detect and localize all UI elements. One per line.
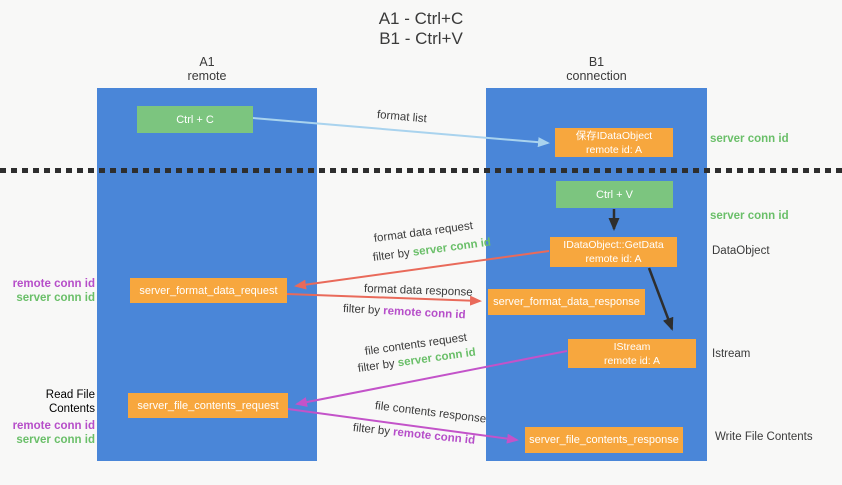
left-read-file-block: Read File Contents remote conn id server…: [0, 388, 95, 447]
server-format-data-request-label: server_format_data_request: [139, 284, 278, 297]
ctrl-v-label: Ctrl + V: [596, 188, 633, 201]
node-server-format-data-response: server_format_data_response: [488, 289, 645, 315]
node-ctrl-c: Ctrl + C: [137, 106, 253, 133]
save-dataobject-line2: remote id: A: [585, 143, 643, 156]
left-label-read-file-contents: Read File Contents: [45, 389, 95, 415]
column-a1-name: A1: [199, 55, 215, 69]
edge-label-filter-remote-1: filter by remote conn id: [343, 303, 466, 321]
right-label-dataobject: DataObject: [712, 245, 770, 257]
column-header-b1: B1 connection: [486, 55, 707, 83]
left-remote-conn-id-2: remote conn id: [12, 420, 95, 432]
left-server-conn-id-1: server conn id: [16, 292, 95, 304]
dotted-divider: [0, 168, 842, 173]
title-line-2: B1 - Ctrl+V: [379, 29, 463, 48]
column-a1-role: remote: [187, 69, 227, 83]
right-server-conn-id-top: server conn id: [710, 133, 789, 145]
node-server-format-data-request: server_format_data_request: [130, 278, 287, 303]
istream-line1: IStream: [613, 340, 651, 353]
node-ctrl-v: Ctrl + V: [556, 181, 673, 208]
node-istream: IStream remote id: A: [568, 339, 696, 368]
istream-line2: remote id: A: [603, 354, 661, 367]
left-remote-conn-id-1: remote conn id: [12, 278, 95, 290]
filter-by-text: filter by: [342, 303, 384, 318]
server-file-contents-request-label: server_file_contents_request: [137, 399, 279, 412]
getdata-line1: IDataObject::GetData: [563, 239, 664, 251]
filter-by-text: filter by: [352, 422, 394, 439]
diagram-title: A1 - Ctrl+C B1 - Ctrl+V: [0, 9, 842, 49]
node-server-file-contents-response: server_file_contents_response: [525, 427, 683, 453]
edge-label-filter-remote-2: filter by remote conn id: [352, 422, 475, 447]
right-server-conn-id-mid: server conn id: [710, 210, 789, 222]
edge-label-format-data-response: format data response: [363, 283, 473, 299]
node-save-dataobject: 保存IDataObject remote id: A: [555, 128, 673, 157]
right-label-istream: Istream: [712, 348, 751, 360]
edge-label-format-list: format list: [376, 109, 428, 126]
server-conn-id-text: server conn id: [412, 236, 492, 259]
remote-conn-id-text: remote conn id: [392, 426, 476, 447]
column-b1-role: connection: [566, 69, 627, 83]
column-b1-name: B1: [588, 55, 605, 69]
node-server-file-contents-request: server_file_contents_request: [128, 393, 288, 418]
server-format-data-response-label: server_format_data_response: [493, 296, 640, 308]
getdata-line2: remote id: A: [585, 253, 642, 265]
right-label-write-file-contents: Write File Contents: [715, 431, 813, 443]
filter-by-text: filter by: [357, 357, 399, 375]
save-dataobject-line1: 保存IDataObject: [575, 129, 653, 142]
node-getdata: IDataObject::GetData remote id: A: [550, 237, 677, 267]
left-conn-id-block-1: remote conn id server conn id: [0, 277, 95, 305]
filter-by-text: filter by: [372, 246, 414, 264]
ctrl-c-label: Ctrl + C: [176, 113, 214, 126]
column-header-a1: A1 remote: [97, 55, 317, 83]
title-line-1: A1 - Ctrl+C: [378, 9, 464, 28]
remote-conn-id-text: remote conn id: [382, 305, 466, 322]
server-file-contents-response-label: server_file_contents_response: [529, 434, 679, 446]
left-server-conn-id-2: server conn id: [16, 434, 95, 446]
edge-label-file-contents-response: file contents response: [374, 400, 487, 426]
